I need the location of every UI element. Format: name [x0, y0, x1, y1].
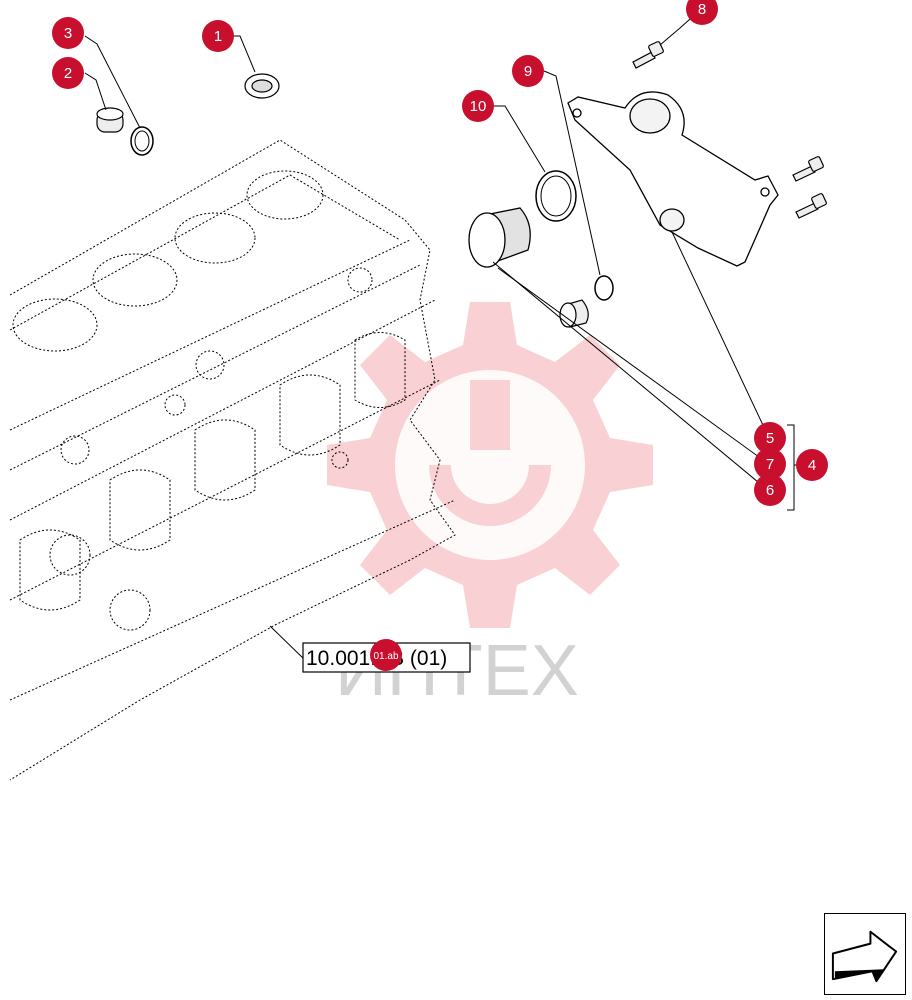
callout-1-label: 1	[214, 28, 222, 45]
callout-3[interactable]: 3	[52, 17, 84, 49]
part-bolt-right-2	[795, 193, 827, 219]
reference-badge-text: 01.ab	[373, 651, 398, 662]
callout-6[interactable]: 6	[754, 474, 786, 506]
callout-6-label: 6	[766, 482, 774, 499]
callout-5[interactable]: 5	[754, 422, 786, 454]
callout-1[interactable]: 1	[202, 20, 234, 52]
part-plug-small	[96, 107, 124, 133]
callout-7-label: 7	[766, 456, 774, 473]
callout-8[interactable]: 8	[686, 0, 718, 25]
part-o-ring-large	[535, 170, 577, 222]
part-bolt-top	[632, 41, 664, 69]
callout-10-label: 10	[470, 98, 487, 115]
arrow-next-icon	[831, 930, 898, 983]
part-seal-ring	[244, 73, 280, 99]
part-plug-large	[468, 207, 531, 268]
engine-block	[9, 139, 456, 781]
reference-badge[interactable]: 01.ab	[370, 639, 402, 671]
part-o-ring-9	[594, 275, 614, 301]
callout-4[interactable]: 4	[796, 449, 828, 481]
callout-7[interactable]: 7	[754, 448, 786, 480]
part-bolt-right-1	[792, 156, 824, 182]
watermark-gear-icon	[327, 302, 653, 628]
callout-2-label: 2	[64, 65, 72, 82]
part-o-ring-small	[130, 126, 154, 156]
callout-8-label: 8	[698, 1, 706, 18]
callout-5-label: 5	[766, 430, 774, 447]
part-bracket-plate	[567, 91, 779, 267]
callout-2[interactable]: 2	[52, 57, 84, 89]
callout-9[interactable]: 9	[512, 55, 544, 87]
callout-10[interactable]: 10	[462, 90, 494, 122]
callout-9-label: 9	[524, 63, 532, 80]
callout-3-label: 3	[64, 25, 72, 42]
next-page-button[interactable]	[824, 913, 906, 995]
callout-4-label: 4	[808, 457, 816, 474]
